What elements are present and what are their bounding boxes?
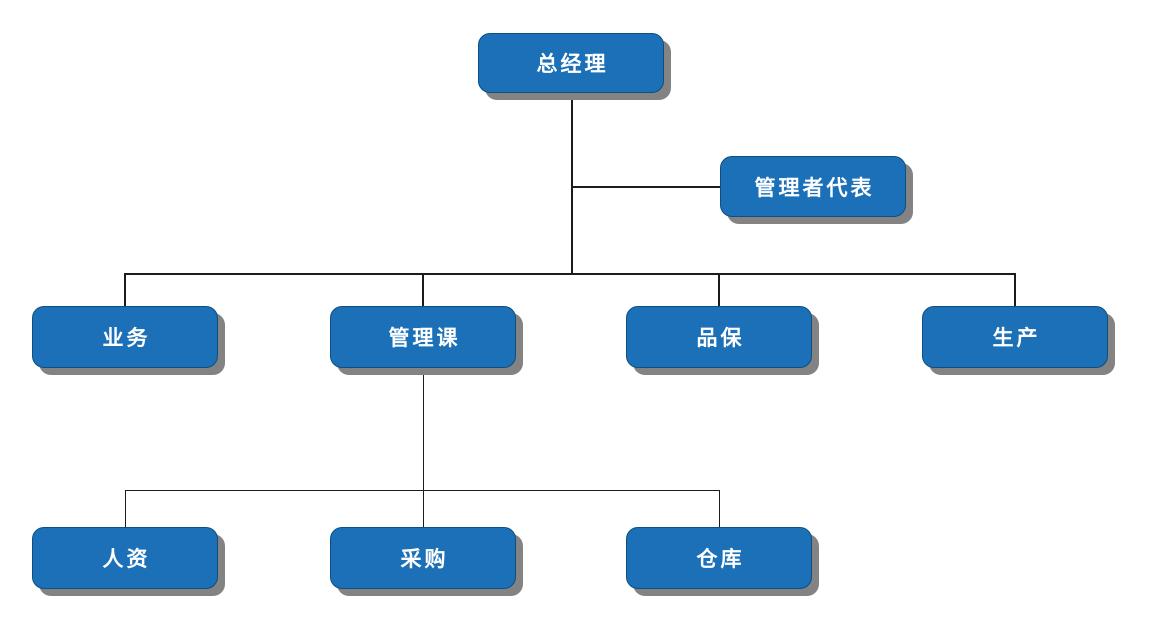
connector-drop-quality [718,273,720,306]
connector-drop-business [124,273,126,306]
org-node-quality-assurance: 品保 [626,306,812,368]
org-node-production: 生产 [922,306,1108,368]
org-node-business: 业务 [32,306,218,368]
connector-level2-horizontal [124,273,1016,275]
connector-drop-purchasing [423,490,424,527]
org-node-general-manager: 总经理 [478,33,664,93]
connector-drop-hr [125,490,126,527]
connector-drop-management [422,273,424,306]
org-node-human-resources: 人资 [32,527,218,589]
org-node-management-section: 管理课 [330,306,516,368]
org-node-warehouse: 仓库 [626,527,812,589]
connector-drop-production [1014,273,1016,306]
connector-root-vertical [571,93,573,275]
connector-management-vertical [423,368,424,491]
connector-drop-warehouse [719,490,720,527]
org-node-management-representative: 管理者代表 [720,156,906,217]
connector-representative-branch [572,186,720,188]
org-node-purchasing: 采购 [330,527,516,589]
connector-level3-horizontal [125,490,720,491]
